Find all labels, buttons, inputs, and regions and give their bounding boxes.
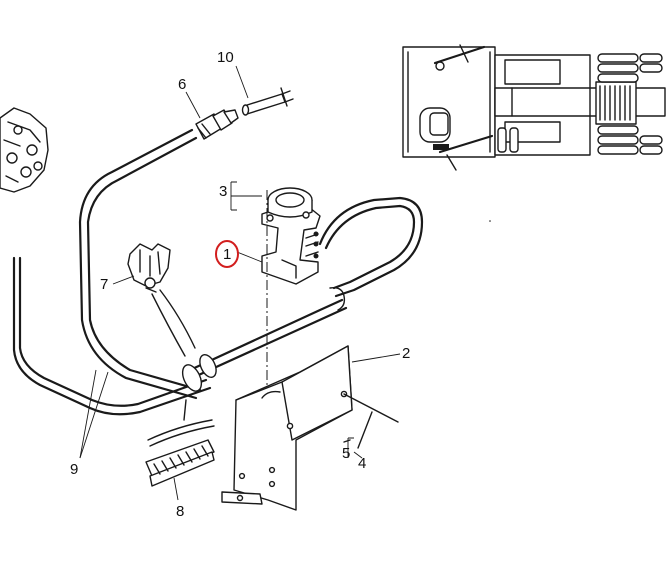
callout-9: 9 (70, 461, 78, 478)
leader-lines (79, 65, 401, 501)
part-2-bracket (221, 345, 353, 511)
part-4-5-bolt (343, 393, 399, 449)
highlight-circle (215, 240, 239, 268)
vehicle-top-view (402, 44, 666, 171)
callout-3: 3 (219, 183, 227, 200)
callout-2: 2 (402, 345, 410, 362)
part-9-hose (12, 128, 424, 416)
callout-1: 1 (223, 246, 231, 263)
callout-4: 4 (358, 455, 366, 472)
callout-5: 5 (342, 445, 350, 462)
speck (489, 220, 491, 222)
valve-block-partial (0, 107, 49, 193)
callout-10: 10 (217, 49, 234, 66)
part-10-pipe (241, 87, 294, 116)
callout-8: 8 (176, 503, 184, 520)
callout-7: 7 (100, 276, 108, 293)
part-7-clip (127, 243, 171, 293)
callout-6: 6 (178, 76, 186, 93)
part-1-valve (261, 187, 321, 285)
part-6-fitting (195, 109, 239, 140)
part-8-comb (145, 399, 215, 487)
